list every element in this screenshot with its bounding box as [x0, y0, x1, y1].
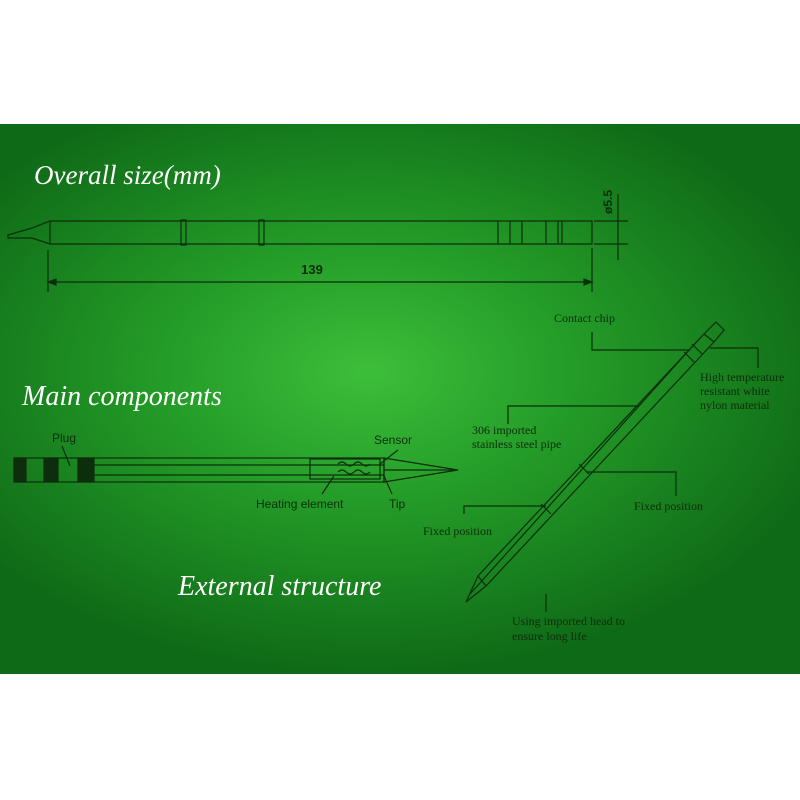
contact-chip-label: Contact chip	[554, 311, 615, 325]
pipe-label-line2: stainless steel pipe	[472, 437, 561, 451]
nylon-label-line2: resistant white	[700, 384, 770, 398]
diagram-drawing: 139 ø5.5 Plug Sensor Heating element Tip…	[7, 190, 784, 643]
component-cross-section	[13, 457, 459, 483]
diameter-value: ø5.5	[601, 190, 615, 214]
head-label-line2: ensure long life	[512, 629, 587, 643]
sensor-label: Sensor	[374, 433, 412, 447]
tip-diagonal-view	[465, 321, 725, 603]
tip-side-view	[7, 219, 593, 246]
head-label-line1: Using imported head to	[512, 614, 625, 628]
plug-label: Plug	[52, 431, 76, 445]
diagram-panel: 139 ø5.5 Plug Sensor Heating element Tip…	[0, 124, 800, 674]
diameter-dimension	[594, 194, 628, 260]
nylon-label-line3: nylon material	[700, 398, 770, 412]
structure-leaders	[463, 332, 759, 612]
fixed-position-left-label: Fixed position	[423, 524, 492, 538]
nylon-label-line1: High temperature	[700, 370, 784, 384]
pipe-label-line1: 306 imported	[472, 423, 536, 437]
length-value: 139	[301, 262, 323, 277]
length-dimension	[46, 248, 594, 292]
main-components-heading: Main components	[22, 381, 222, 412]
heating-element-label: Heating element	[256, 497, 344, 511]
tip-label: Tip	[389, 497, 406, 511]
component-leaders	[61, 445, 399, 495]
overall-size-heading: Overall size(mm)	[34, 160, 221, 190]
external-structure-heading: External structure	[178, 571, 382, 602]
fixed-position-right-label: Fixed position	[634, 499, 703, 513]
